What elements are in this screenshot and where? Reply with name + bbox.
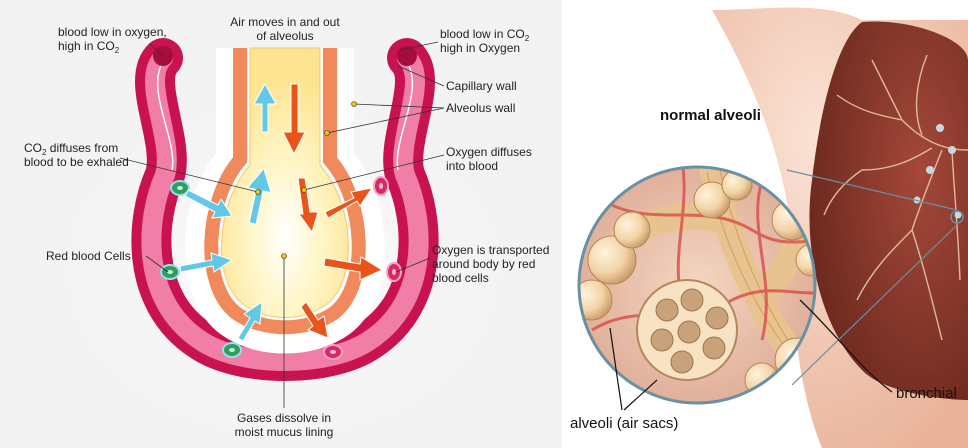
capillary-opening bbox=[397, 46, 417, 66]
red-blood-cell bbox=[161, 265, 179, 279]
label-gases-dissolve: Gases dissolve in bbox=[237, 411, 331, 425]
leader-dot bbox=[256, 190, 261, 195]
label-air-moves: Air moves in and out bbox=[230, 15, 340, 29]
label-oxygen-transported-2: around body by red bbox=[432, 257, 535, 271]
leader-dot bbox=[325, 131, 330, 136]
label-oxygen-transported-3: blood cells bbox=[432, 271, 489, 285]
label-blood-low-oxygen-2: high in CO2 bbox=[58, 39, 120, 55]
label-co2-diffuses-2: blood to be exhaled bbox=[24, 155, 129, 169]
label-alveoli: alveoli (air sacs) bbox=[570, 415, 678, 432]
alveoli-cross-section bbox=[637, 280, 737, 380]
red-blood-cell bbox=[223, 343, 241, 357]
red-blood-cell bbox=[324, 345, 342, 359]
leader-dot bbox=[282, 254, 287, 259]
label-oxygen-diffuses: Oxygen diffuses bbox=[446, 145, 532, 159]
label-blood-low-co2-2: high in Oxygen bbox=[440, 41, 520, 55]
label-air-moves-2: of alveolus bbox=[256, 29, 313, 43]
label-gases-dissolve-2: moist mucus lining bbox=[235, 425, 334, 439]
label-alveolus-wall: Alveolus wall bbox=[446, 101, 515, 115]
label-capillary-wall: Capillary wall bbox=[446, 79, 517, 93]
normal-alveoli-panel: normal alveoli bronchial alveoli (air sa… bbox=[562, 0, 968, 448]
label-blood-low-oxygen: blood low in oxygen, bbox=[58, 25, 167, 39]
alveolus-diagram-panel: blood low in oxygen, high in CO2 Air mov… bbox=[0, 0, 562, 448]
label-oxygen-diffuses-2: into blood bbox=[446, 159, 498, 173]
leader-dot bbox=[352, 102, 357, 107]
title-normal-alveoli: normal alveoli bbox=[660, 107, 761, 124]
label-bronchial: bronchial bbox=[896, 385, 957, 402]
leader-dot bbox=[302, 188, 307, 193]
red-blood-cell bbox=[387, 263, 401, 281]
label-oxygen-transported: Oxygen is transported bbox=[432, 243, 549, 257]
red-blood-cell bbox=[374, 177, 388, 195]
normal-alveoli-illustration: normal alveoli bronchial alveoli (air sa… bbox=[562, 0, 968, 448]
label-red-blood-cells: Red blood Cells bbox=[46, 249, 131, 263]
alveolus-diagram: blood low in oxygen, high in CO2 Air mov… bbox=[0, 0, 562, 448]
